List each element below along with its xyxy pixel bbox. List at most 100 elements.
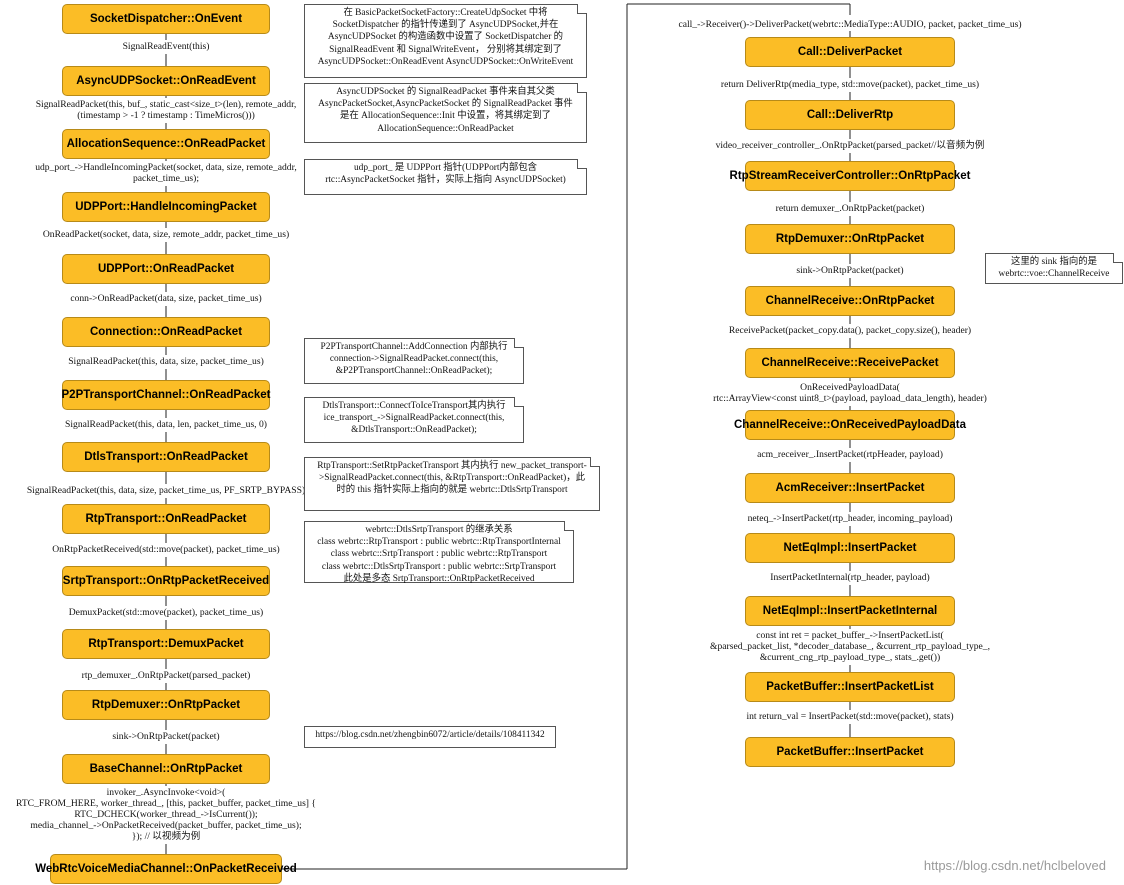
edge-label: DemuxPacket(std::move(packet), packet_ti… xyxy=(69,607,263,618)
note-line: udp_port_ 是 UDPPort 指针(UDPPort内部包含 xyxy=(353,163,538,173)
right-node: RtpDemuxer::OnRtpPacket xyxy=(745,224,955,254)
edge-label-line: SignalReadPacket(this, buf_, static_cast… xyxy=(35,99,297,110)
edge-label: SignalReadPacket(this, buf_, static_cast… xyxy=(36,99,297,121)
note-line: 这里的 sink 指向的是 xyxy=(1011,257,1097,267)
edge-label-line: ReceivePacket(packet_copy.data(), packet… xyxy=(728,325,972,336)
edge-label-line: &parsed_packet_list, *decoder_database_,… xyxy=(710,641,990,652)
edge-label-line: const int ret = packet_buffer_->InsertPa… xyxy=(756,630,944,641)
note-line: RtpTransport::SetRtpPacketTransport 其内执行… xyxy=(317,461,587,471)
left-node: UDPPort::HandleIncomingPacket xyxy=(62,192,270,222)
note-line: AsyncUDPSocket 的 SignalReadPacket 事件来自其父… xyxy=(336,87,555,97)
annotation-note[interactable]: https://blog.csdn.net/zhengbin6072/artic… xyxy=(304,726,556,748)
edge-label: ReceivePacket(packet_copy.data(), packet… xyxy=(729,325,971,336)
right-node: PacketBuffer::InsertPacketList xyxy=(745,672,955,702)
edge-label: neteq_->InsertPacket(rtp_header, incomin… xyxy=(748,513,953,524)
note-line: >SignalReadPacket.connect(this, &RtpTran… xyxy=(318,473,586,484)
note-line: 是在 AllocationSequence::Init 中设置，将其绑定到了 xyxy=(340,111,551,122)
edge-label-line: (timestamp > -1 ? timestamp : TimeMicros… xyxy=(77,110,255,121)
note-line: &DtlsTransport::OnReadPacket); xyxy=(351,425,477,436)
edge-label-line: media_channel_->OnPacketReceived(packet_… xyxy=(30,820,302,831)
left-node: AsyncUDPSocket::OnReadEvent xyxy=(62,66,270,96)
edge-label-line: InsertPacketInternal(rtp_header, payload… xyxy=(770,572,930,583)
edge-label: return demuxer_.OnRtpPacket(packet) xyxy=(776,203,925,214)
note-line: connection->SignalReadPacket.connect(thi… xyxy=(329,354,499,365)
left-node: SrtpTransport::OnRtpPacketReceived xyxy=(62,566,270,596)
edge-label-line: SignalReadPacket(this, data, len, packet… xyxy=(65,419,267,430)
right-node: Call::DeliverRtp xyxy=(745,100,955,130)
edge-label-line: invoker_.AsyncInvoke<void>( xyxy=(106,787,226,798)
edge-label-line: int return_val = InsertPacket(std::move(… xyxy=(746,711,954,722)
right-node: ChannelReceive::OnRtpPacket xyxy=(745,286,955,316)
edge-label: acm_receiver_.InsertPacket(rtpHeader, pa… xyxy=(757,449,943,460)
edge-label: SignalReadPacket(this, data, size, packe… xyxy=(27,485,305,496)
left-node: P2PTransportChannel::OnReadPacket xyxy=(62,380,271,410)
edge-label: int return_val = InsertPacket(std::move(… xyxy=(746,711,953,722)
right-node: ChannelReceive::ReceivePacket xyxy=(745,348,955,378)
note-line: rtc::AsyncPacketSocket 指针，实际上指向 AsyncUDP… xyxy=(325,175,566,186)
note-line: class webrtc::SrtpTransport : public web… xyxy=(330,549,548,560)
left-node: RtpTransport::DemuxPacket xyxy=(62,629,270,659)
note-line: AsyncUDPSocket 的构造函数中设置了 SocketDispatche… xyxy=(327,32,564,43)
note-line: 时的 this 指针实际上指向的就是 webrtc::DtlsSrtpTrans… xyxy=(336,485,568,496)
edge-label: sink->OnRtpPacket(packet) xyxy=(112,731,219,742)
left-node: RtpTransport::OnReadPacket xyxy=(62,504,270,534)
edge-label-line: acm_receiver_.InsertPacket(rtpHeader, pa… xyxy=(757,449,943,460)
edge-label-line: sink->OnRtpPacket(packet) xyxy=(796,265,904,276)
edge-label: conn->OnReadPacket(data, size, packet_ti… xyxy=(70,293,261,304)
annotation-note: 在 BasicPacketSocketFactory::CreateUdpSoc… xyxy=(304,4,587,78)
right-node: NetEqImpl::InsertPacket xyxy=(745,533,955,563)
note-line: webrtc::DtlsSrtpTransport 的继承关系 xyxy=(365,525,513,535)
edge-label-line: OnReceivedPayloadData( xyxy=(800,382,900,393)
edge-label-line: video_receiver_controller_.OnRtpPacket(p… xyxy=(715,140,985,151)
edge-label: call_->Receiver()->DeliverPacket(webrtc:… xyxy=(678,19,1021,30)
edge-label-line: neteq_->InsertPacket(rtp_header, incomin… xyxy=(747,513,953,524)
edge-label-line: udp_port_->HandleIncomingPacket(socket, … xyxy=(35,162,297,173)
right-node: Call::DeliverPacket xyxy=(745,37,955,67)
note-line: ice_transport_->SignalReadPacket.connect… xyxy=(323,413,505,424)
edge-label: rtp_demuxer_.OnRtpPacket(parsed_packet) xyxy=(82,670,251,681)
left-node: Connection::OnReadPacket xyxy=(62,317,270,347)
note-line: 此处是多态 SrtpTransport::OnRtpPacketReceived xyxy=(343,573,535,584)
edge-label-line: SignalReadPacket(this, data, size, packe… xyxy=(68,356,264,367)
right-node: ChannelReceive::OnReceivedPayloadData xyxy=(734,410,966,440)
edge-label-line: }); // 以视频为例 xyxy=(131,831,201,842)
edge-label-line: return DeliverRtp(media_type, std::move(… xyxy=(720,79,980,90)
watermark: https://blog.csdn.net/hclbeloved xyxy=(923,858,1106,873)
note-line: P2PTransportChannel::AddConnection 内部执行 xyxy=(320,342,508,352)
left-node: UDPPort::OnReadPacket xyxy=(62,254,270,284)
note-link[interactable]: https://blog.csdn.net/zhengbin6072/artic… xyxy=(315,730,545,740)
note-line: SocketDispatcher 的指针传递到了 AsyncUDPSocket,… xyxy=(332,20,559,31)
left-node: AllocationSequence::OnReadPacket xyxy=(62,129,270,159)
note-line: 在 BasicPacketSocketFactory::CreateUdpSoc… xyxy=(343,8,548,18)
note-line: DtlsTransport::ConnectToIceTransport其内执行 xyxy=(322,401,506,411)
edge-label-line: RTC_FROM_HERE, worker_thread_, [this, pa… xyxy=(15,798,317,809)
edge-label: OnReceivedPayloadData(rtc::ArrayView<con… xyxy=(713,382,987,404)
edge-label: OnReadPacket(socket, data, size, remote_… xyxy=(43,229,289,240)
note-line: SignalReadEvent 和 SignalWriteEvent， 分别将其… xyxy=(329,44,562,55)
left-node: WebRtcVoiceMediaChannel::OnPacketReceive… xyxy=(35,854,297,884)
edge-label: OnRtpPacketReceived(std::move(packet), p… xyxy=(52,544,280,555)
edge-label-line: sink->OnRtpPacket(packet) xyxy=(112,731,220,742)
right-node: RtpStreamReceiverController::OnRtpPacket xyxy=(730,161,970,191)
right-node: AcmReceiver::InsertPacket xyxy=(745,473,955,503)
edge-label-line: OnReadPacket(socket, data, size, remote_… xyxy=(42,229,290,240)
edge-label: return DeliverRtp(media_type, std::move(… xyxy=(721,79,979,90)
annotation-note: DtlsTransport::ConnectToIceTransport其内执行… xyxy=(304,397,524,443)
edge-label: SignalReadPacket(this, data, size, packe… xyxy=(68,356,264,367)
edge-label: video_receiver_controller_.OnRtpPacket(p… xyxy=(716,140,985,151)
annotation-note: RtpTransport::SetRtpPacketTransport 其内执行… xyxy=(304,457,600,511)
note-line: AsyncUDPSocket::OnReadEvent AsyncUDPSock… xyxy=(317,56,574,67)
edge-label-line: SignalReadEvent(this) xyxy=(122,41,210,52)
right-node: NetEqImpl::InsertPacketInternal xyxy=(745,596,955,626)
note-line: class webrtc::DtlsSrtpTransport : public… xyxy=(321,561,557,572)
edge-label: invoker_.AsyncInvoke<void>(RTC_FROM_HERE… xyxy=(16,787,316,842)
note-line: class webrtc::RtpTransport : public webr… xyxy=(317,537,561,548)
left-node: DtlsTransport::OnReadPacket xyxy=(62,442,270,472)
edge-label-line: DemuxPacket(std::move(packet), packet_ti… xyxy=(68,607,264,618)
note-line: AllocationSequence::OnReadPacket xyxy=(377,123,514,134)
edge-label: const int ret = packet_buffer_->InsertPa… xyxy=(710,630,990,663)
edge-label-line: &current_cng_rtp_payload_type_, stats_.g… xyxy=(759,652,941,663)
edge-label-line: conn->OnReadPacket(data, size, packet_ti… xyxy=(70,293,262,304)
